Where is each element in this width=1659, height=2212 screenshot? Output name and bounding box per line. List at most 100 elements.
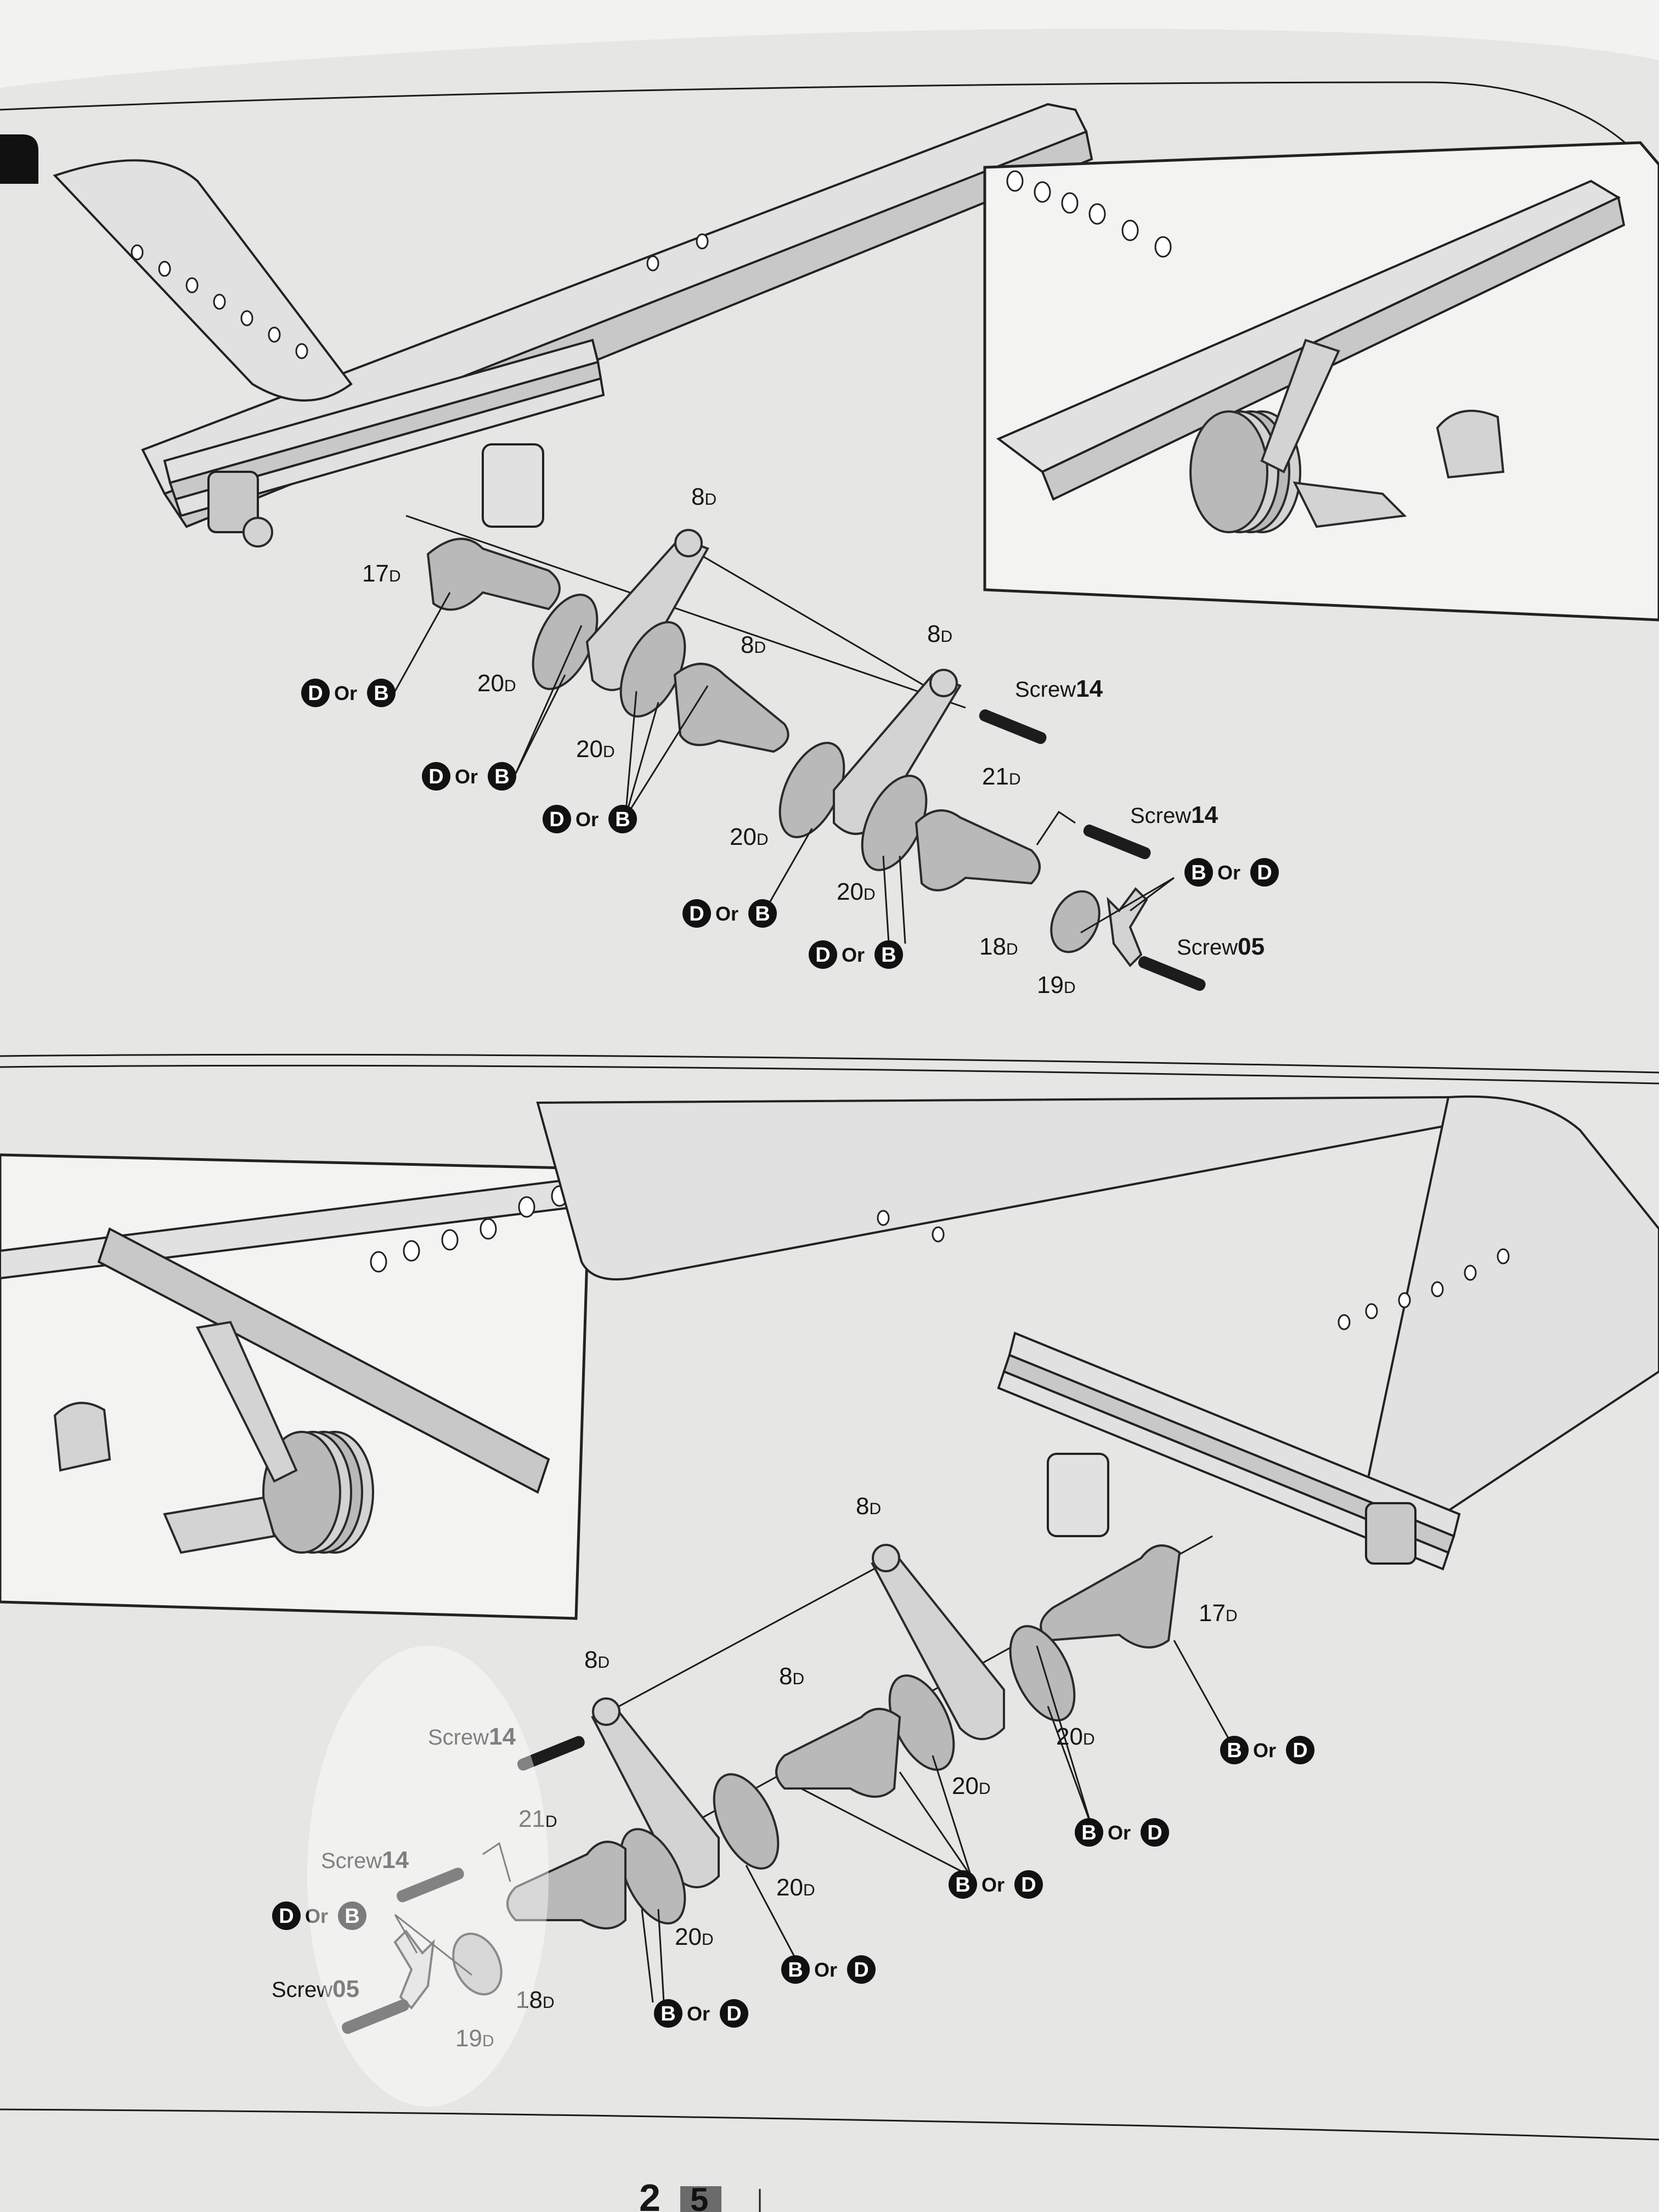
option-badge: D Or B	[301, 679, 396, 707]
svg-text:B: B	[1227, 1739, 1242, 1762]
part-wing-nut-bottom	[393, 1929, 435, 2010]
label-arm-mid-bottom: 8D	[779, 1663, 804, 1690]
part-wing-nut	[1107, 887, 1148, 968]
screw-14-bottom-b	[397, 1867, 464, 1903]
shackle-bolt	[242, 517, 273, 548]
svg-text:Or: Or	[305, 1905, 328, 1927]
label-screw-14-bottom-a: Screw14	[428, 1723, 516, 1750]
arm-top-pivot	[674, 529, 703, 557]
label-end-cap-bottom: 21D	[518, 1805, 557, 1832]
inset-detail-assembled-bottom	[0, 1153, 591, 1620]
label-washer-bottom: 18D	[516, 1987, 555, 2013]
label-arm-left-bottom: 8D	[584, 1646, 610, 1673]
frame-holes	[131, 233, 709, 359]
option-badge: B Or D	[781, 1955, 876, 1984]
assembly-axis	[405, 515, 966, 709]
arm-right-pivot	[929, 669, 958, 697]
svg-text:D: D	[549, 808, 564, 831]
option-badge: D Or B	[422, 762, 516, 791]
label-wing-nut-bottom: 19D	[455, 2025, 494, 2052]
page-bottom-border	[0, 2108, 1659, 2141]
label-disc-4: 20D	[837, 878, 876, 905]
svg-text:B: B	[494, 765, 509, 788]
label-disc-2: 20D	[576, 736, 615, 763]
spring-shackle	[207, 471, 259, 533]
option-badge: D Or B	[543, 805, 637, 833]
svg-text:B: B	[345, 1905, 359, 1928]
svg-text:D: D	[1021, 1874, 1036, 1897]
leaf-spring	[163, 338, 605, 517]
svg-text:Or: Or	[715, 902, 738, 925]
part-disc-bottom-1	[1009, 1625, 1076, 1722]
svg-text:D: D	[689, 902, 704, 926]
svg-text:D: D	[815, 944, 830, 967]
label-bracket: 17D	[362, 560, 401, 587]
option-badge: B Or D	[1075, 1818, 1169, 1847]
svg-text:Or: Or	[1108, 1821, 1131, 1844]
part-washer	[1050, 890, 1101, 953]
svg-text:Or: Or	[981, 1874, 1005, 1896]
inset-damper	[1189, 338, 1407, 533]
svg-text:B: B	[374, 682, 388, 705]
svg-text:B: B	[755, 902, 770, 926]
svg-text:B: B	[615, 808, 630, 831]
svg-text:B: B	[661, 2002, 675, 2025]
label-screw-14-a: Screw14	[1015, 675, 1103, 702]
part-washer-bottom	[452, 1932, 503, 1996]
part-end-cap-bottom	[506, 1841, 627, 1929]
inset-mount-block-bottom	[53, 1402, 111, 1472]
arm-top-pivot-bottom	[872, 1544, 900, 1572]
option-leaders-bottom	[394, 1640, 1230, 2003]
screw-05-bottom	[342, 1999, 409, 2034]
option-leaders-top	[394, 592, 1175, 944]
label-arm-right: 8D	[927, 620, 952, 647]
option-badge: B Or D	[1184, 858, 1279, 887]
label-arm-mid: 8D	[741, 631, 766, 658]
svg-text:D: D	[279, 1905, 294, 1928]
svg-text:Or: Or	[455, 765, 478, 788]
label-disc-bottom-4: 20D	[675, 1923, 714, 1950]
screw-14-bottom-a	[517, 1736, 585, 1771]
label-arm-top-bottom: 8D	[856, 1493, 881, 1520]
part-arm-top-bottom	[871, 1551, 1005, 1740]
frame-holes-bottom	[877, 1210, 1510, 1330]
spring-shackle-bottom	[1365, 1502, 1417, 1565]
label-wing-nut: 19D	[1037, 972, 1076, 998]
mount-block	[482, 443, 544, 528]
bottom-step: 8D 8D 8D 17D 20D 20D 20D 20D 21D 18D 19D…	[0, 1095, 1659, 2052]
option-badge: B Or D	[949, 1870, 1043, 1899]
screw-14-a	[979, 709, 1047, 744]
part-bracket	[426, 538, 561, 611]
svg-text:B: B	[1081, 1821, 1096, 1844]
inset-detail-assembled	[983, 141, 1659, 622]
page-number-box	[680, 2186, 721, 2212]
svg-text:D: D	[1147, 1821, 1162, 1844]
label-bracket-bottom: 17D	[1199, 1600, 1238, 1627]
svg-text:Or: Or	[575, 808, 599, 831]
part-bracket-bottom	[1040, 1544, 1181, 1649]
page-number-b: 5	[690, 2181, 708, 2212]
screw-14-b	[1083, 825, 1151, 860]
svg-text:D: D	[1257, 861, 1272, 884]
page-top-border	[0, 81, 1659, 182]
label-screw-14-bottom-b: Screw14	[321, 1847, 409, 1874]
svg-text:D: D	[854, 1959, 868, 1982]
svg-text:D: D	[428, 765, 443, 788]
label-disc-bottom-2: 20D	[952, 1773, 991, 1799]
inset-damper-bottom	[163, 1321, 374, 1554]
option-badge: B Or D	[654, 1999, 748, 2028]
leaf-spring-bottom	[997, 1331, 1461, 1571]
svg-text:D: D	[1293, 1739, 1307, 1762]
light-glare	[307, 1646, 549, 2107]
svg-text:Or: Or	[814, 1959, 837, 1981]
svg-text:Or: Or	[842, 944, 865, 966]
arm-axis-bottom	[608, 1557, 895, 1713]
step-divider-inner	[0, 1064, 1659, 1085]
label-disc-bottom-3: 20D	[776, 1874, 815, 1901]
step-number-tab	[0, 134, 38, 184]
option-badge: D Or B	[809, 940, 903, 969]
label-washer: 18D	[979, 933, 1018, 960]
label-arm-top: 8D	[691, 483, 716, 510]
end-cap-leader	[1036, 810, 1076, 845]
